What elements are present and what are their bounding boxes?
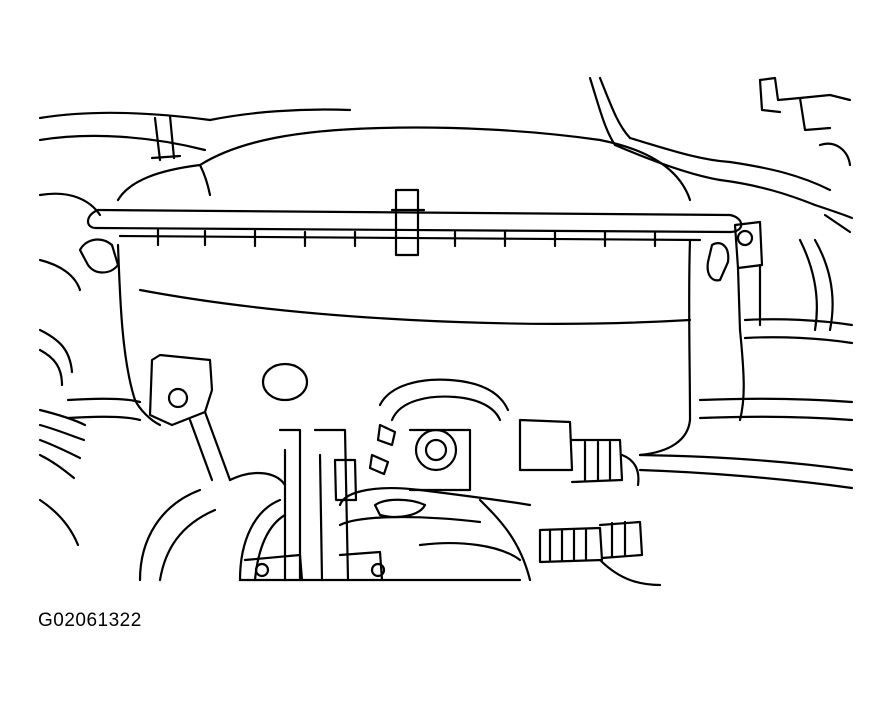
air-cleaner-housing [78,126,764,482]
background-lines [38,76,854,547]
figure-code: G02061322 [38,610,142,631]
engine-bay-line-drawing [38,76,854,587]
throttle-body-assembly [138,378,662,587]
